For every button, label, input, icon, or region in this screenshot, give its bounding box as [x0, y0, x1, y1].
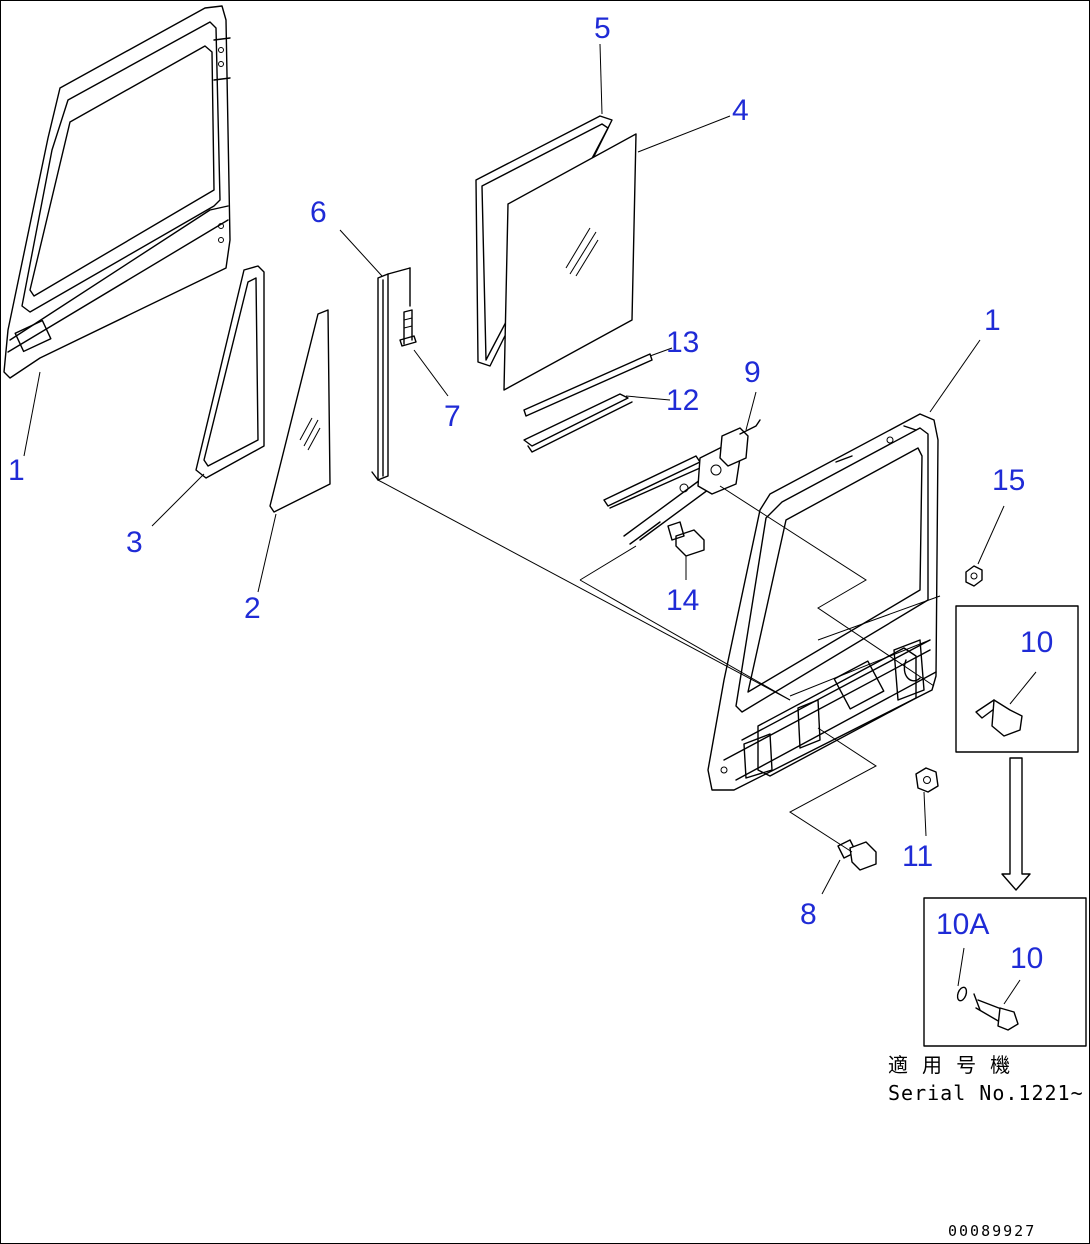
nut-part-15	[965, 565, 983, 587]
assembly-lines	[377, 479, 941, 853]
callout-1-right: 1	[984, 304, 1001, 337]
callout-10a: 10A	[936, 908, 989, 941]
callout-9: 9	[744, 356, 761, 389]
serial-number-label: Serial No.1221~	[888, 1081, 1084, 1105]
applicable-serial-label: 適 用 号 機	[888, 1053, 1011, 1077]
callout-10-upper: 10	[1020, 626, 1053, 659]
callout-3: 3	[126, 526, 143, 559]
callout-12: 12	[666, 384, 699, 417]
weather-strip-13	[523, 353, 653, 417]
bolt-part-14	[667, 521, 705, 557]
window-regulator	[603, 419, 761, 545]
door-assembly-right	[707, 413, 939, 791]
callout-6: 6	[310, 196, 327, 229]
callout-5: 5	[594, 12, 611, 45]
callout-numbers: 1 2 3 4 5 6 7 8 9 10 11 12 13 14 15 1 10…	[8, 12, 1053, 975]
down-arrow	[1001, 757, 1031, 891]
serial-inset-box	[923, 897, 1087, 1047]
callout-2: 2	[244, 592, 261, 625]
run-channel	[371, 267, 411, 481]
callout-15: 15	[992, 464, 1025, 497]
sliding-glass	[503, 133, 637, 391]
bolt-part-8	[837, 839, 877, 871]
callout-10-lower: 10	[1010, 942, 1043, 975]
door-frame-left	[3, 5, 231, 379]
callout-8: 8	[800, 898, 817, 931]
callout-leaders	[23, 43, 1037, 1005]
callout-14: 14	[666, 584, 699, 617]
callout-4: 4	[732, 94, 749, 127]
callout-13: 13	[666, 326, 699, 359]
callout-1-left: 1	[8, 454, 25, 487]
triangle-seal	[195, 265, 265, 479]
weather-strip-12	[523, 393, 633, 453]
drawing-code: 00089927	[948, 1222, 1036, 1240]
nut-part-11	[915, 767, 939, 793]
triangle-glass	[269, 309, 331, 513]
screw-part-7	[399, 309, 417, 347]
callout-7: 7	[444, 400, 461, 433]
bolt-detail-box	[955, 605, 1079, 753]
callout-11: 11	[902, 840, 933, 873]
